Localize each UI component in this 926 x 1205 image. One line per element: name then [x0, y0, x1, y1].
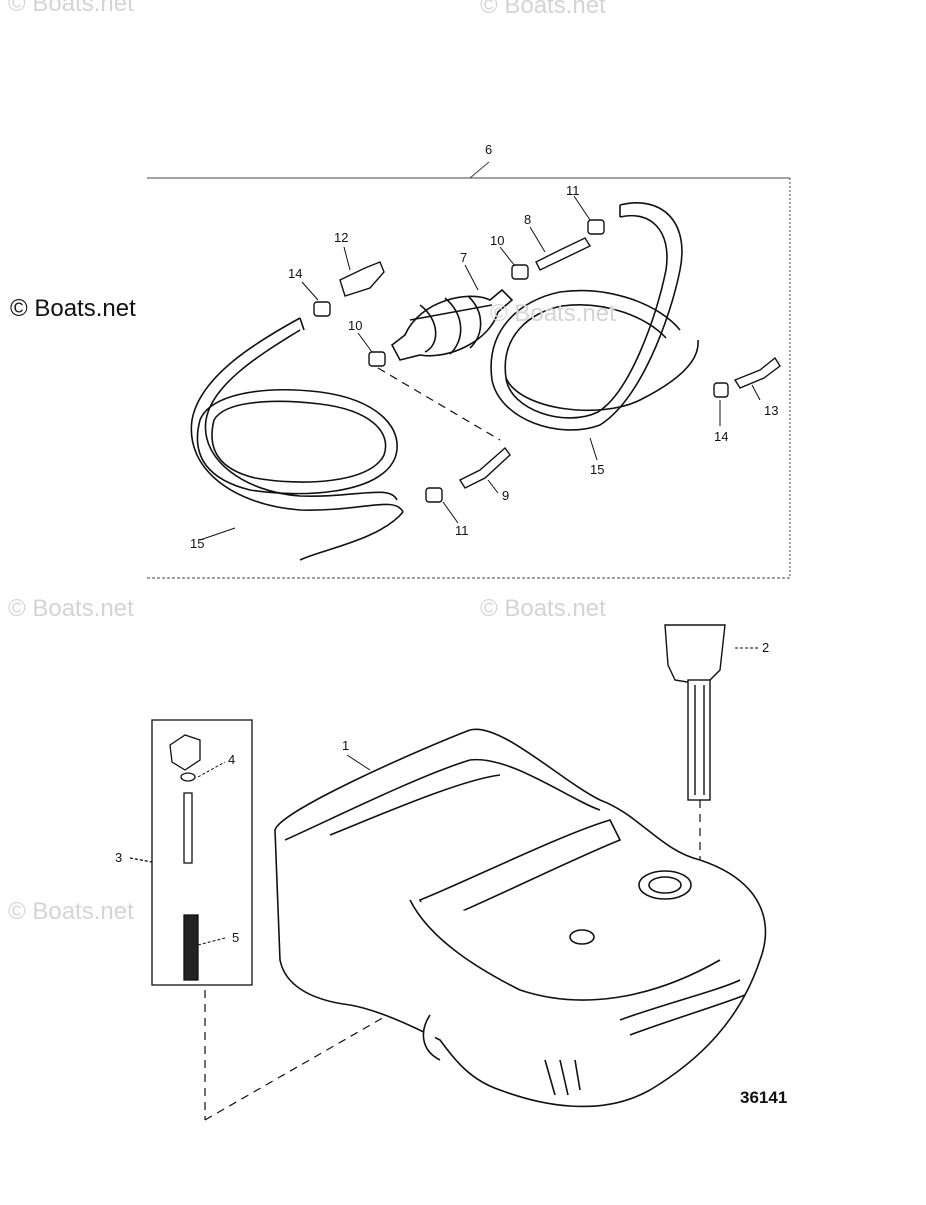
callout-14: 14 — [714, 429, 729, 444]
fuel-tank — [274, 728, 767, 1108]
figure-number: 36141 — [740, 1088, 788, 1107]
callout-6: 6 — [485, 142, 493, 157]
callout-13: 13 — [764, 403, 779, 418]
callout-1: 1 — [342, 738, 350, 753]
fittings — [313, 219, 781, 503]
hose-right — [490, 202, 699, 431]
callout-10: 10 — [348, 318, 363, 333]
callout-15: 15 — [590, 462, 605, 477]
callout-3: 3 — [115, 850, 123, 865]
connector-13 — [733, 356, 781, 389]
fitting-11b — [425, 487, 443, 503]
callout-10: 10 — [490, 233, 505, 248]
callout-leaders — [197, 195, 761, 946]
connector-8 — [535, 237, 592, 271]
callout-11: 11 — [566, 183, 580, 198]
fitting-11a — [587, 219, 605, 235]
connector-9 — [458, 446, 511, 489]
callout-7: 7 — [460, 250, 468, 265]
callout-11: 11 — [455, 523, 469, 538]
callout-4: 4 — [228, 752, 236, 767]
fitting-10a — [368, 351, 386, 367]
fitting-10b — [511, 264, 529, 280]
watermark: © Boats.net — [480, 0, 606, 19]
fuel-line-kit-frame — [147, 161, 791, 579]
fitting-14a — [313, 301, 331, 317]
fitting-14b — [713, 382, 729, 398]
callout-9: 9 — [502, 488, 510, 503]
callout-5: 5 — [232, 930, 240, 945]
fuel-gauge — [664, 624, 726, 801]
hose-left — [190, 317, 404, 561]
watermark: © Boats.net — [490, 300, 616, 327]
callout-12: 12 — [334, 230, 349, 245]
primer-bulb — [390, 288, 514, 361]
watermark: © Boats.net — [10, 295, 136, 322]
watermark: © Boats.net — [480, 595, 606, 622]
watermark: © Boats.net — [8, 898, 134, 925]
callout-15: 15 — [190, 536, 205, 551]
callout-14: 14 — [288, 266, 303, 281]
pickup-assembly — [129, 719, 253, 986]
watermark: © Boats.net — [8, 595, 134, 622]
fitting-12 — [339, 261, 385, 297]
watermark: © Boats.net — [8, 0, 134, 17]
callout-2: 2 — [762, 640, 770, 655]
callout-8: 8 — [524, 212, 532, 227]
